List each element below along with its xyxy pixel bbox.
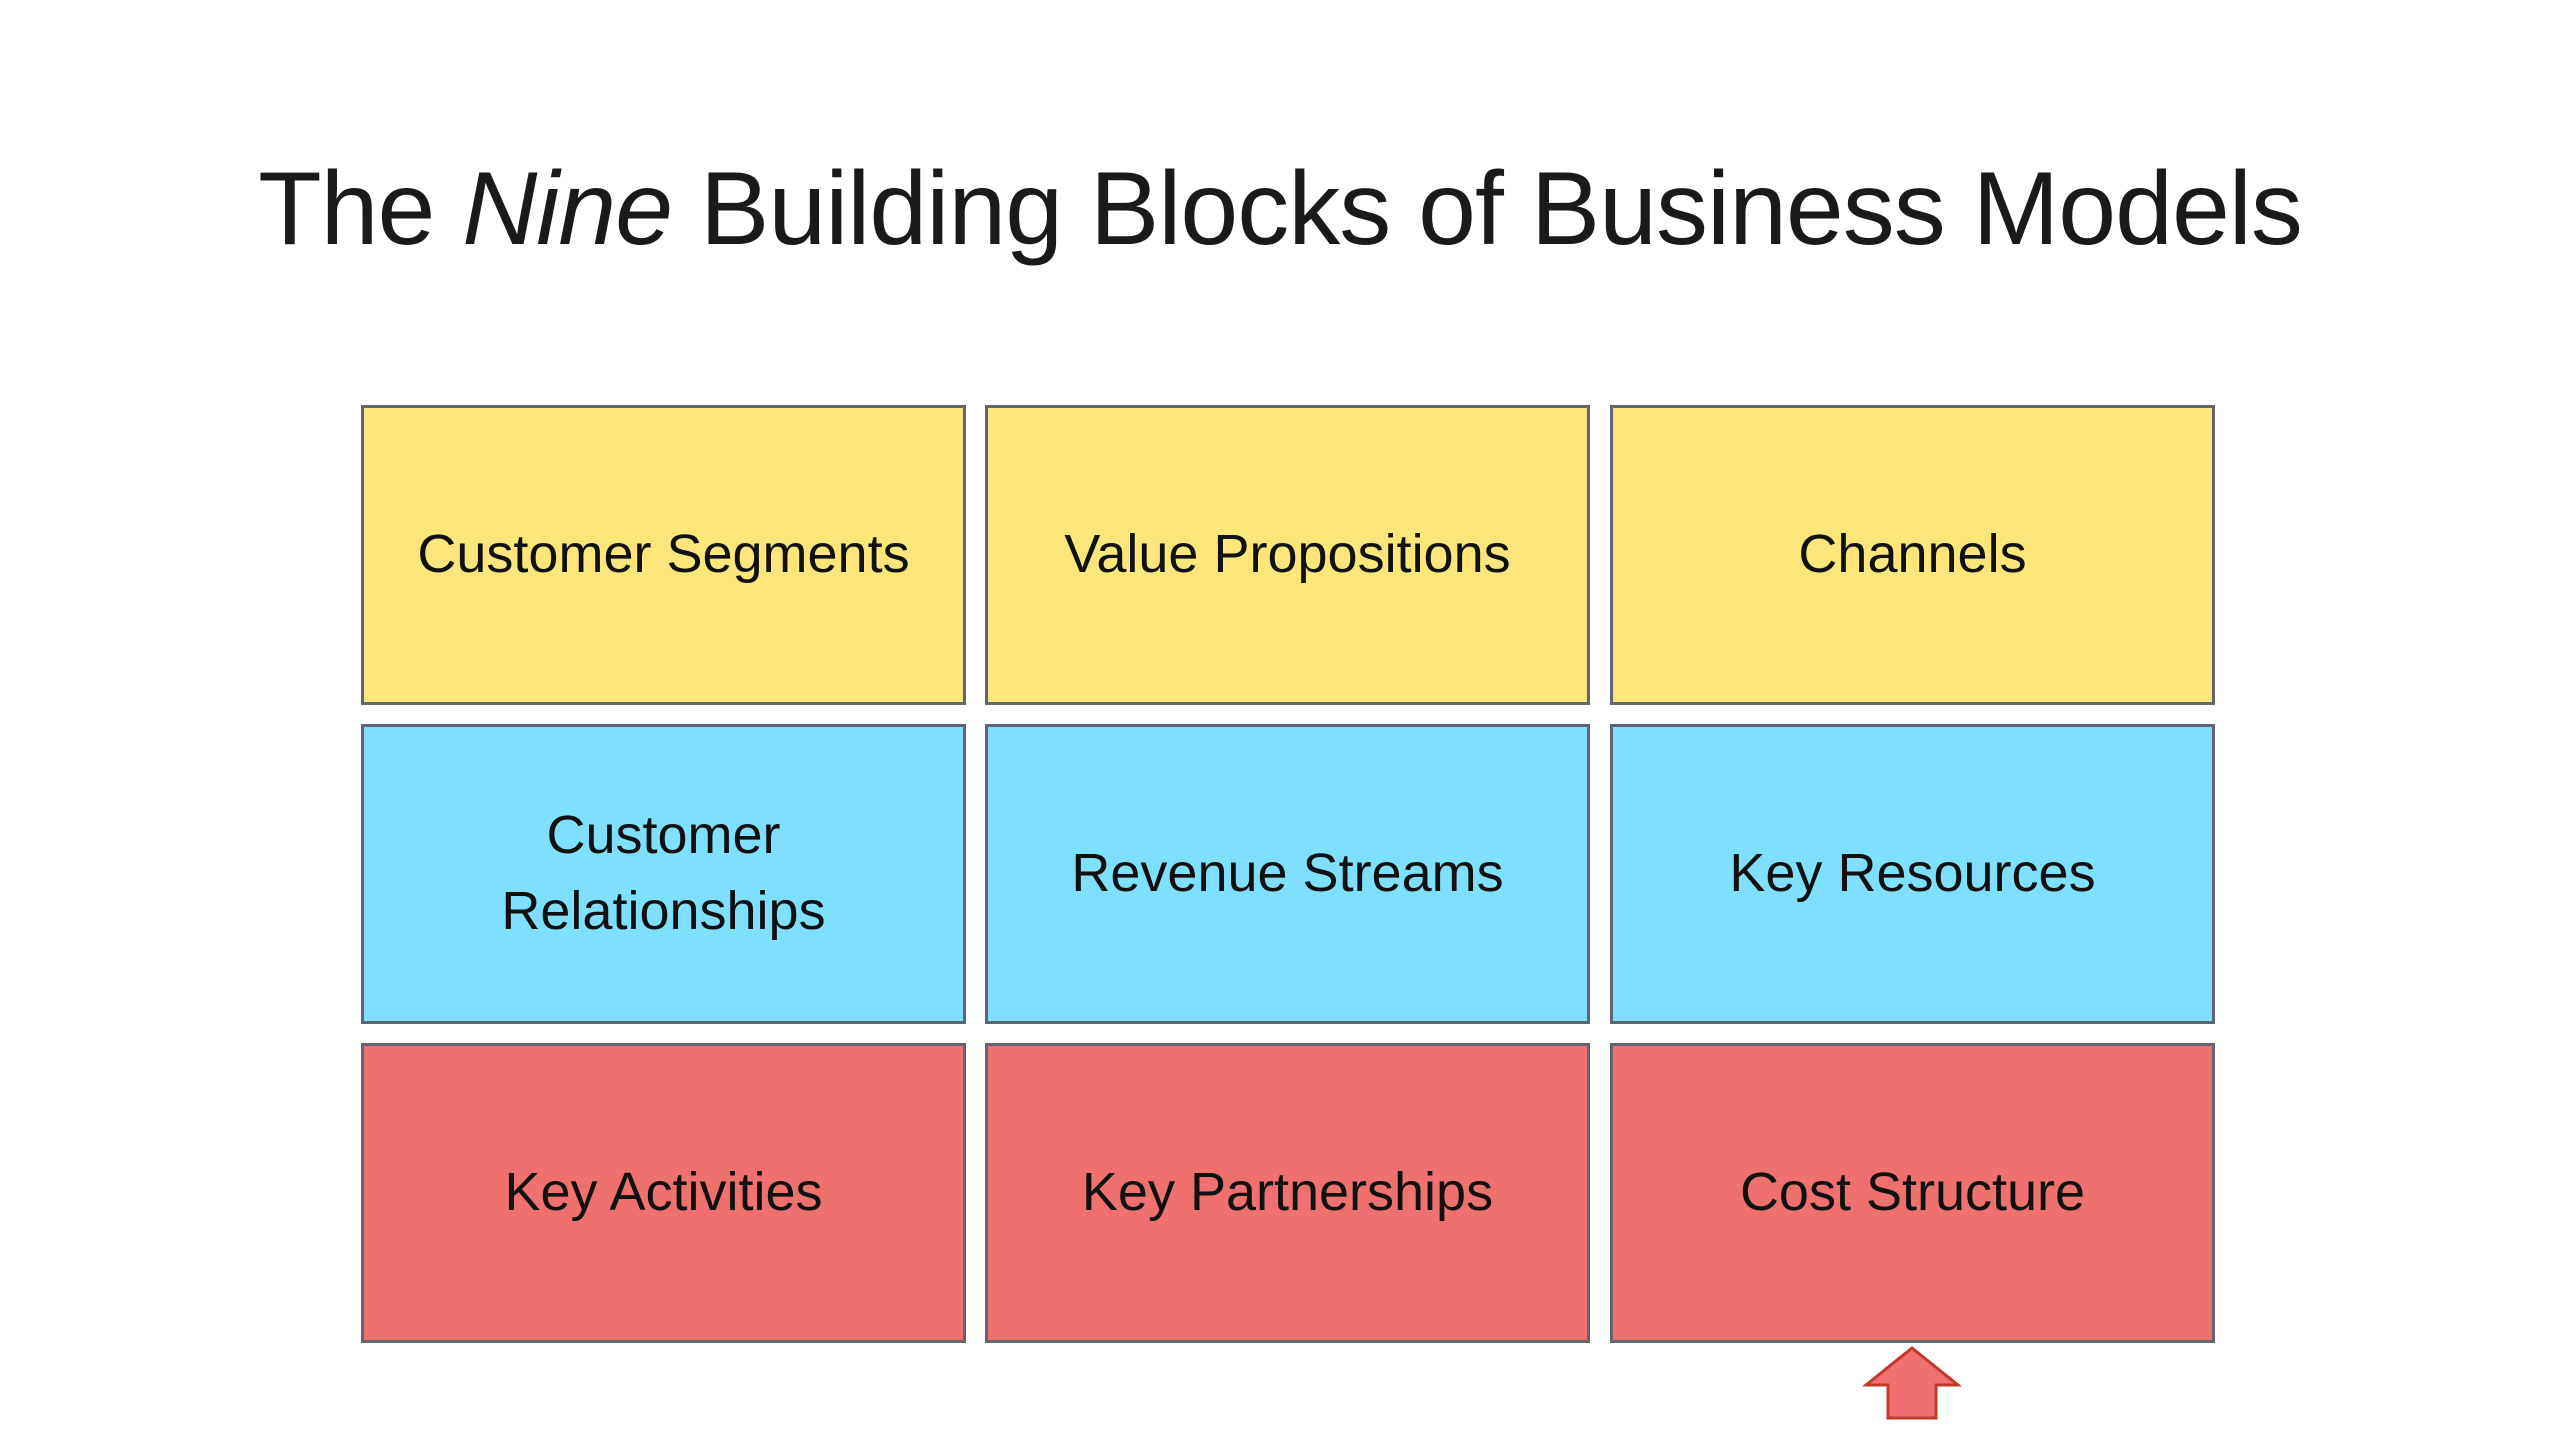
- block-value-propositions: Value Propositions: [985, 405, 1590, 705]
- block-cost-structure: Cost Structure: [1610, 1043, 2215, 1343]
- slide-title: The Nine Building Blocks of Business Mod…: [0, 150, 2560, 269]
- title-text-end: Building Blocks of Business Models: [672, 151, 2303, 267]
- block-customer-relationships: Customer Relationships: [361, 724, 966, 1024]
- block-key-resources: Key Resources: [1610, 724, 2215, 1024]
- block-label: Key Partnerships: [1081, 1162, 1494, 1223]
- block-label: Key Resources: [1729, 843, 2096, 904]
- block-channels: Channels: [1610, 405, 2215, 705]
- block-customer-segments: Customer Segments: [361, 405, 966, 705]
- block-label: Cost Structure: [1739, 1162, 2086, 1223]
- title-text-italic: Nine: [462, 151, 673, 267]
- block-label: Customer Segments: [417, 524, 910, 585]
- block-label: Customer Relationships: [501, 805, 826, 941]
- block-label: Value Propositions: [1064, 524, 1511, 585]
- title-text-start: The: [258, 151, 463, 267]
- up-arrow-icon: [1863, 1346, 1961, 1420]
- block-label: Revenue Streams: [1071, 843, 1504, 904]
- block-key-partnerships: Key Partnerships: [985, 1043, 1590, 1343]
- block-key-activities: Key Activities: [361, 1043, 966, 1343]
- block-label: Channels: [1798, 524, 2027, 585]
- block-revenue-streams: Revenue Streams: [985, 724, 1590, 1024]
- block-label: Key Activities: [504, 1162, 823, 1223]
